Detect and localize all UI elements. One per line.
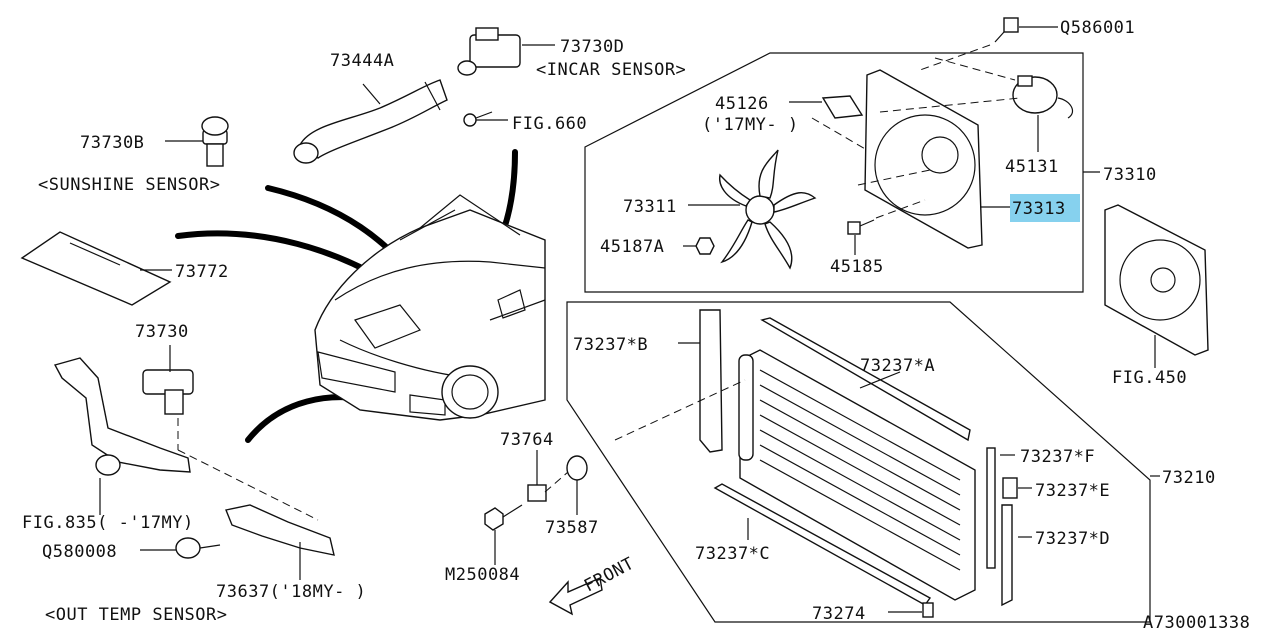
label-45126-note: ('17MY- ) bbox=[702, 115, 799, 135]
sunshine-sensor-part bbox=[201, 116, 229, 167]
label-73772[interactable]: 73772 bbox=[175, 262, 229, 282]
label-q586001[interactable]: Q586001 bbox=[1060, 18, 1135, 38]
condenser-assembly-box bbox=[566, 301, 1151, 623]
bolt-45185 bbox=[847, 219, 875, 235]
diagram-id: A730001338 bbox=[1143, 613, 1250, 633]
q586001-bolt bbox=[994, 17, 1019, 43]
label-73237c[interactable]: 73237*C bbox=[695, 544, 770, 564]
bushing-73587 bbox=[566, 455, 588, 481]
fan-shroud-part bbox=[864, 69, 983, 249]
label-fig660[interactable]: FIG.660 bbox=[512, 114, 587, 134]
clip-45126-part bbox=[821, 95, 864, 119]
fig450-fan-unit bbox=[1104, 204, 1209, 356]
label-sunshine-sensor: <SUNSHINE SENSOR> bbox=[38, 175, 221, 195]
label-73237e[interactable]: 73237*E bbox=[1035, 481, 1110, 501]
label-73237b[interactable]: 73237*B bbox=[573, 335, 648, 355]
seal-73237f bbox=[986, 447, 996, 569]
label-45131[interactable]: 45131 bbox=[1005, 157, 1059, 177]
sensor-mat-part bbox=[20, 231, 172, 306]
damper-73764 bbox=[527, 470, 547, 502]
fig660-screw bbox=[463, 111, 493, 127]
receiver-tank-part bbox=[738, 354, 754, 461]
bolt-73274 bbox=[922, 602, 934, 618]
label-73210[interactable]: 73210 bbox=[1162, 468, 1216, 488]
label-45185[interactable]: 45185 bbox=[830, 257, 884, 277]
seal-73237c bbox=[713, 483, 932, 606]
label-fig835[interactable]: FIG.835( -'17MY) bbox=[22, 513, 194, 533]
label-73444a[interactable]: 73444A bbox=[330, 51, 394, 71]
car-front-illustration bbox=[314, 194, 546, 421]
label-out-temp-sensor: <OUT TEMP SENSOR> bbox=[45, 605, 228, 625]
label-73730d[interactable]: 73730D bbox=[560, 37, 624, 57]
label-fig450[interactable]: FIG.450 bbox=[1112, 368, 1187, 388]
label-m250084[interactable]: M250084 bbox=[445, 565, 520, 585]
label-73237f[interactable]: 73237*F bbox=[1020, 447, 1095, 467]
highlight-73313 bbox=[1010, 194, 1080, 222]
label-73310[interactable]: 73310 bbox=[1103, 165, 1157, 185]
out-temp-sensor-part bbox=[142, 369, 194, 415]
label-incar-sensor: <INCAR SENSOR> bbox=[536, 60, 686, 80]
label-73274[interactable]: 73274 bbox=[812, 604, 866, 624]
label-45126[interactable]: 45126 bbox=[715, 94, 769, 114]
label-73764[interactable]: 73764 bbox=[500, 430, 554, 450]
label-q580008[interactable]: Q580008 bbox=[42, 542, 117, 562]
seal-73237a bbox=[760, 317, 971, 442]
fan-motor-part bbox=[1012, 75, 1073, 119]
label-73313[interactable]: 73313 bbox=[1012, 199, 1066, 219]
seal-73237d bbox=[1001, 504, 1013, 607]
label-73237a[interactable]: 73237*A bbox=[860, 356, 935, 376]
label-73237d[interactable]: 73237*D bbox=[1035, 529, 1110, 549]
label-73311[interactable]: 73311 bbox=[623, 197, 677, 217]
incar-sensor-part bbox=[457, 27, 521, 76]
front-arrow-icon bbox=[548, 576, 603, 616]
label-73637[interactable]: 73637('18MY- ) bbox=[216, 582, 366, 602]
label-73730b[interactable]: 73730B bbox=[80, 133, 144, 153]
condenser-part bbox=[739, 349, 976, 601]
label-front: FRONT bbox=[581, 554, 638, 597]
seal-73237e bbox=[1002, 477, 1018, 499]
q580008-bolt bbox=[175, 537, 221, 559]
label-45187a[interactable]: 45187A bbox=[600, 237, 664, 257]
bolt-m250084 bbox=[484, 504, 523, 531]
fan-blade-part bbox=[718, 149, 817, 270]
out-temp-bracket-part bbox=[53, 357, 191, 476]
incar-hose-part bbox=[293, 79, 448, 164]
nut-45187a bbox=[695, 237, 715, 255]
seal-73237b bbox=[699, 309, 723, 453]
label-73587[interactable]: 73587 bbox=[545, 518, 599, 538]
out-temp-bracket-18my-part bbox=[225, 504, 335, 556]
label-73730[interactable]: 73730 bbox=[135, 322, 189, 342]
